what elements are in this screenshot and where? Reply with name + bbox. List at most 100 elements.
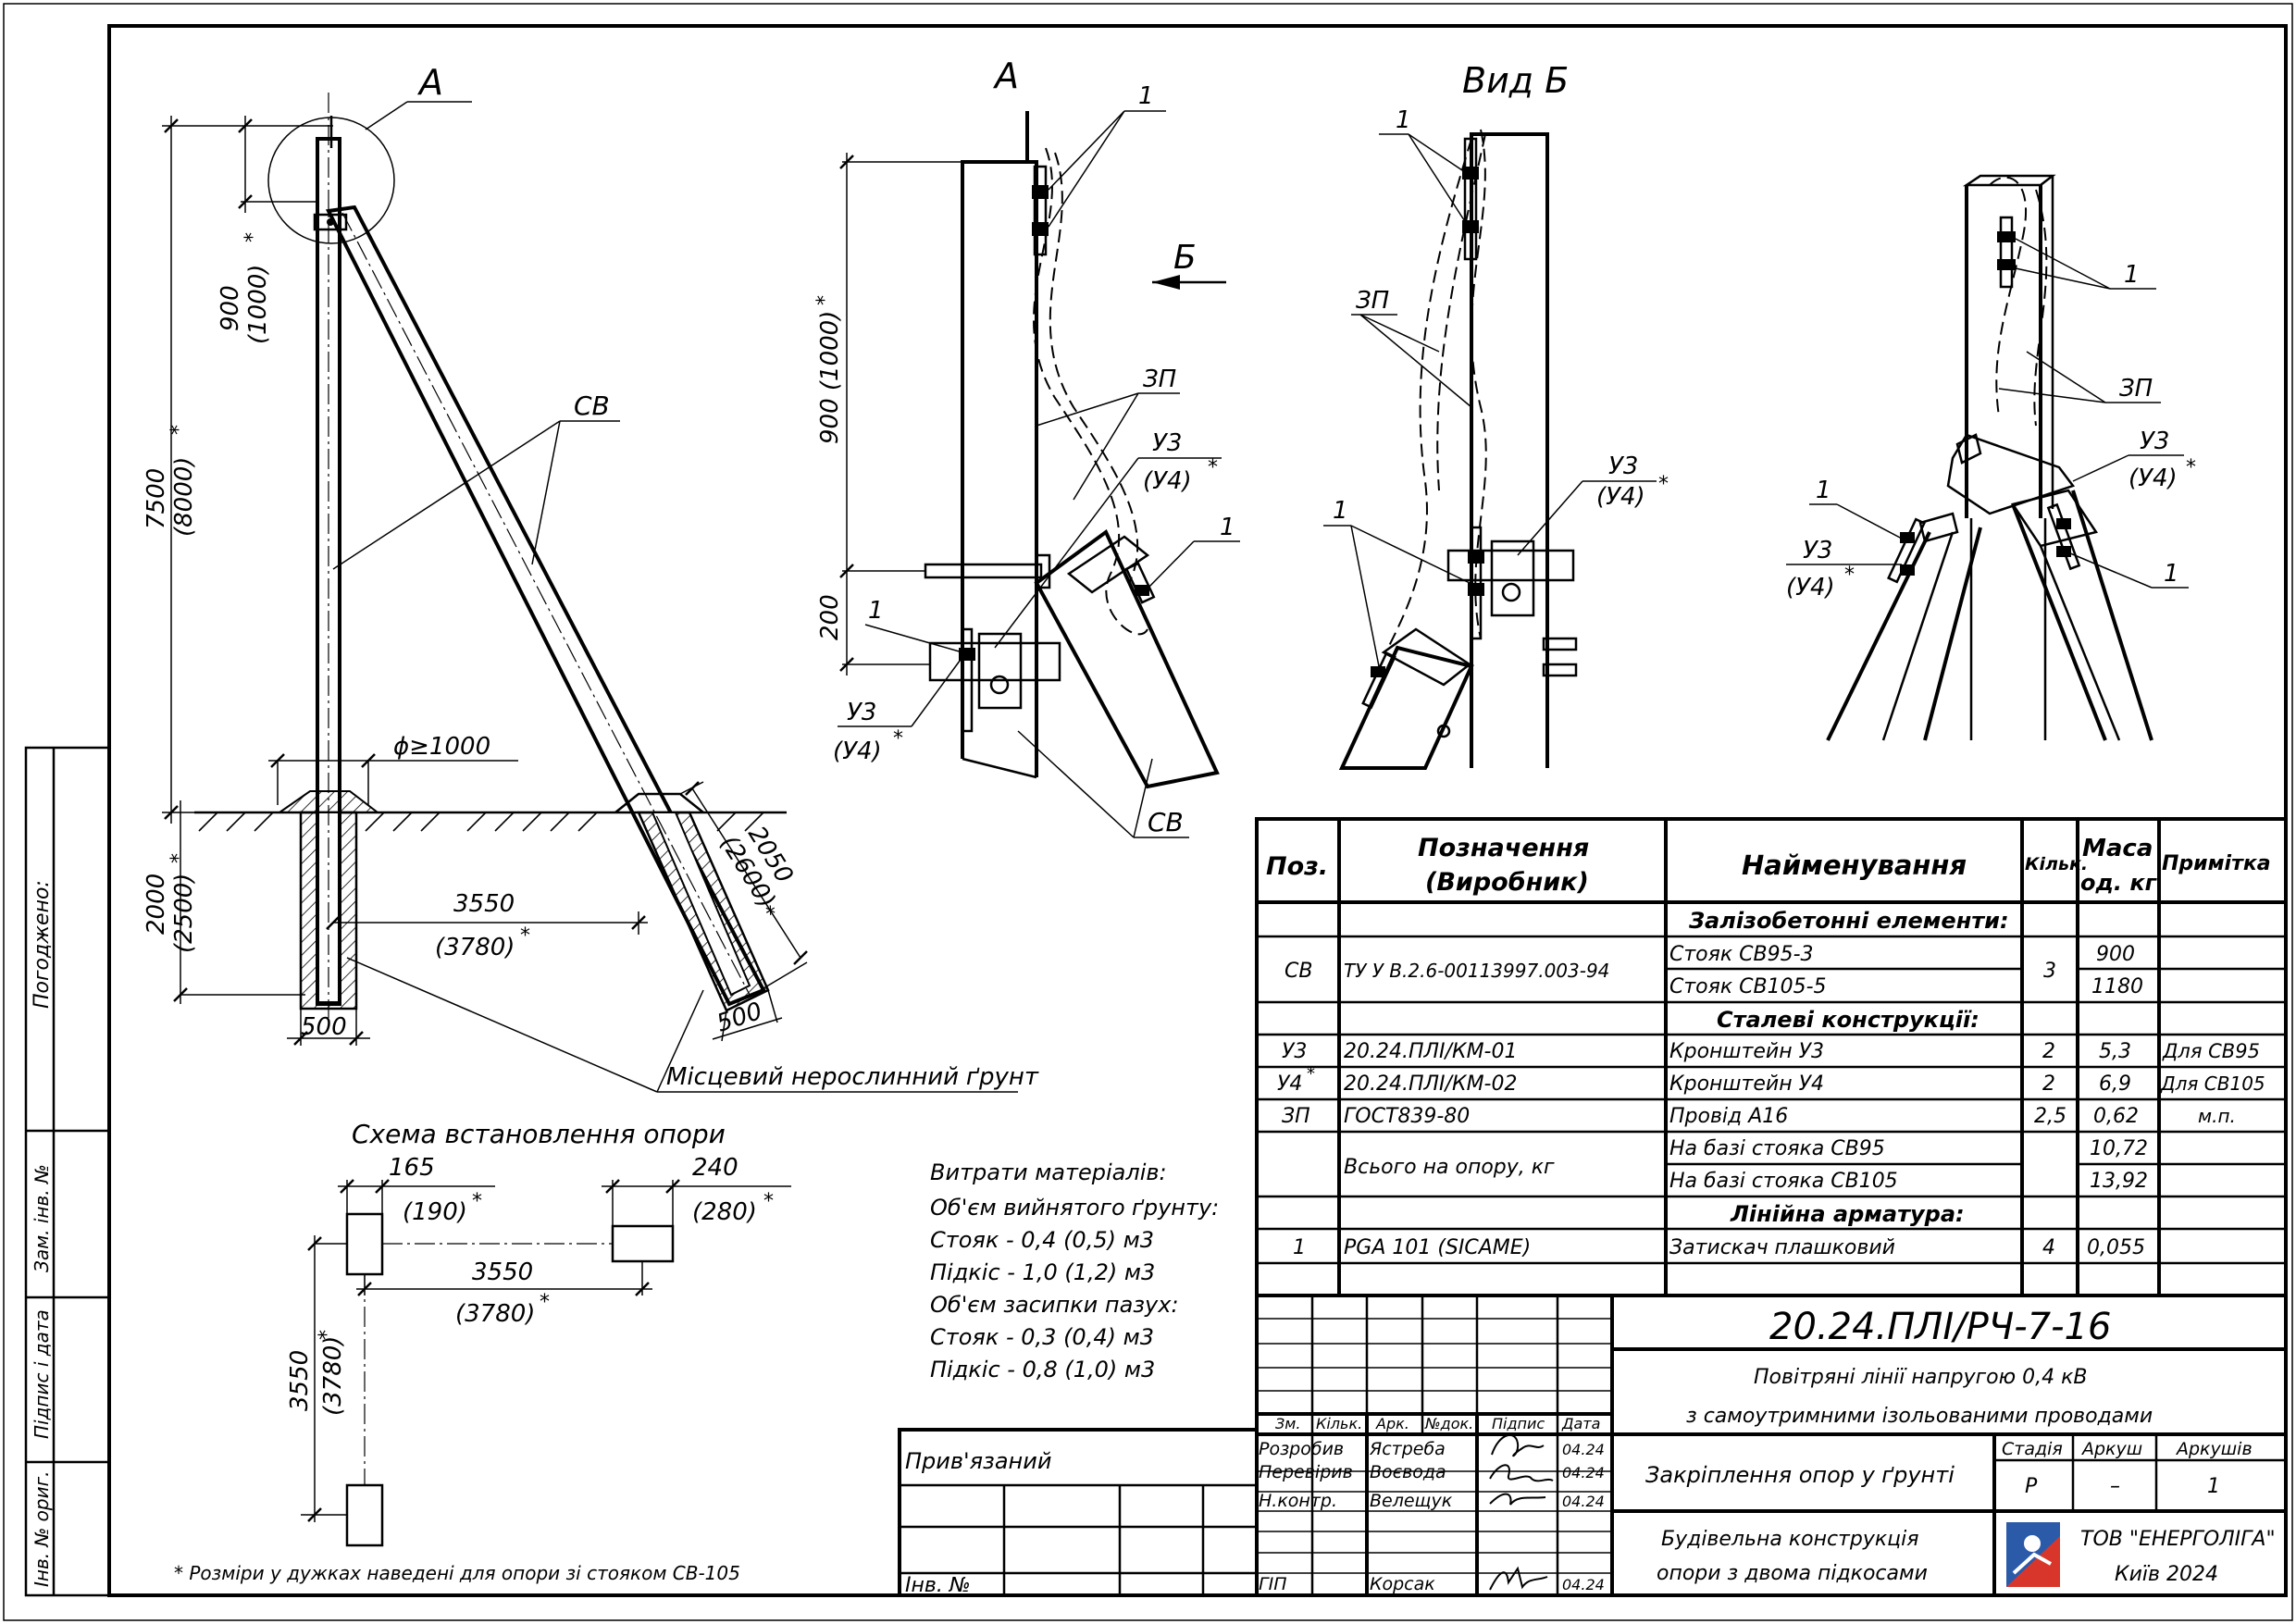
tb-col-pidpys: Підпис <box>1492 1415 1545 1432</box>
spec-u3-note: Для СВ95 <box>2162 1040 2260 1062</box>
tb-sheet: – <box>2110 1475 2120 1498</box>
spec-h-des1: Позначення <box>1418 834 1589 862</box>
iso-label-1b: 1 <box>1816 477 1831 504</box>
spec-pga-name: Затискач плашковий <box>1669 1236 1895 1259</box>
main-soil-label: Місцевий нерослинний ґрунт <box>666 1063 1039 1091</box>
view-b-label: Вид Б <box>1462 60 1569 101</box>
spec-sv-qty: 3 <box>2043 960 2056 983</box>
scheme-dim-3550-h: 3550 <box>472 1258 533 1286</box>
spec-zp-mass: 0,62 <box>2093 1105 2139 1128</box>
main-dim-3550-star: * <box>520 924 530 948</box>
main-dim-7500: 7500 <box>143 468 170 529</box>
tb-stage: Р <box>2025 1475 2038 1498</box>
view-b-label-1b: 1 <box>1333 497 1348 525</box>
main-label-a: А <box>416 62 443 103</box>
spec-sv-name1: Стояк СВ95-3 <box>1669 943 1814 966</box>
tb-role-3: ГІП <box>1259 1574 1286 1594</box>
stamp-sign: Підпис і дата <box>31 1309 53 1439</box>
detail-a-label-zp: ЗП <box>1143 366 1176 393</box>
tb-date-1: 04.24 <box>1562 1464 1605 1481</box>
iso-label-u4-star: * <box>2186 456 2196 479</box>
scheme-dim-165-alt: (190) <box>403 1198 467 1226</box>
main-dim-500-right: 500 <box>714 998 765 1038</box>
materials-line-2: Стояк - 0,4 (0,5) м3 <box>930 1227 1154 1253</box>
tb-date-0: 04.24 <box>1562 1441 1605 1458</box>
stamp-zam: Зам. інв. № <box>31 1164 53 1272</box>
install-scheme: Схема встановлення опори 165 (190) * 240… <box>174 1119 791 1584</box>
spec-u3-qty: 2 <box>2042 1040 2055 1063</box>
view-b: Вид Б 1 ЗП У3 (У4) * <box>1323 60 1669 770</box>
spec-sv-des: ТУ У В.2.6-00113997.003-94 <box>1344 960 1609 982</box>
iso-view: 1 ЗП У3 (У4) * 1 1 У3 (У4) * <box>1786 174 2196 741</box>
materials-line-1: Об'єм вийнятого ґрунту: <box>930 1195 1219 1221</box>
spec-total-des: Всього на опору, кг <box>1344 1156 1555 1179</box>
main-dim-2000-star: * <box>168 853 191 863</box>
spec-u4-name: Кронштейн У4 <box>1669 1072 1824 1096</box>
spec-total-mass2: 13,92 <box>2090 1170 2148 1193</box>
tb-sheets-h: Аркушів <box>2175 1439 2253 1459</box>
materials-line-4: Об'єм засипки пазух: <box>930 1292 1179 1318</box>
spec-h-mass2: од. кг <box>2080 870 2158 896</box>
main-dim-900-alt: (1000) <box>244 265 272 344</box>
tb-title2: з самоутримними ізольованими проводами <box>1686 1405 2153 1428</box>
scheme-brace-right <box>611 1224 675 1263</box>
scheme-footnote: * Розміри у дужках наведені для опори зі… <box>174 1562 740 1584</box>
spec-table: Поз. Позначення (Виробник) Найменування … <box>1255 817 2288 1297</box>
side-stamp: Погоджено: Зам. інв. № Підпис і дата Інв… <box>24 746 111 1597</box>
scheme-dim-240-star: * <box>763 1190 774 1213</box>
iso-label-u4b: (У4) <box>1786 574 1835 601</box>
materials-line-5: Стояк - 0,3 (0,4) м3 <box>930 1324 1154 1350</box>
spec-h-pos: Поз. <box>1266 852 1328 881</box>
spec-u4-note: Для СВ105 <box>2160 1072 2265 1095</box>
tb-name-1: Воєвода <box>1370 1462 1446 1482</box>
spec-h-mass1: Маса <box>2082 835 2153 862</box>
spec-u3-des: 20.24.ПЛІ/КМ-01 <box>1344 1040 1518 1063</box>
iso-label-zp: ЗП <box>2119 375 2153 403</box>
tb-doc-title2: опори з двома підкосами <box>1657 1562 1928 1585</box>
detail-a-label-u4: (У4) <box>1143 467 1192 495</box>
spec-pga-qty: 4 <box>2042 1236 2055 1259</box>
materials-line-3: Підкіс - 1,0 (1,2) м3 <box>930 1259 1155 1285</box>
detail-a-label-1a: 1 <box>1138 82 1154 110</box>
tb-col-zm: Зм. <box>1275 1415 1300 1432</box>
iso-label-u4b-star: * <box>1844 564 1855 587</box>
spec-sv-name2: Стояк СВ105-5 <box>1669 975 1827 998</box>
tb-col-data: Дата <box>1561 1415 1600 1432</box>
detail-a-label-sv: СВ <box>1148 807 1184 837</box>
main-dim-diameter: ϕ≥1000 <box>393 733 490 761</box>
spec-zp-name: Провід А16 <box>1669 1105 1788 1128</box>
tb-company2: Київ 2024 <box>2115 1563 2218 1586</box>
spec-zp-des: ГОСТ839-80 <box>1344 1105 1470 1128</box>
scheme-dim-3550-v-star: * <box>316 1330 339 1340</box>
detail-a-view: А 900 (1000) * 200 <box>813 56 1240 838</box>
tb-bound: Прив'язаний <box>905 1448 1051 1474</box>
view-b-label-u4-star: * <box>1658 473 1669 496</box>
title-block: Прив'язаний Інв. № Зм. Кільк. Арк. №док.… <box>898 1294 2288 1597</box>
iso-label-1a: 1 <box>2124 261 2140 289</box>
spec-sv-mass2: 1180 <box>2091 975 2143 998</box>
tb-inv: Інв. № <box>905 1574 971 1597</box>
spec-h-qty: Кільк. <box>2025 854 2088 874</box>
scheme-dim-165: 165 <box>389 1154 435 1182</box>
tb-date-3: 04.24 <box>1562 1576 1605 1593</box>
spec-u4-pos: У4 <box>1277 1072 1302 1096</box>
tb-col-ark: Арк. <box>1375 1415 1409 1432</box>
iso-label-u3b: У3 <box>1803 537 1832 564</box>
view-b-label-1a: 1 <box>1396 106 1411 134</box>
signature-marks <box>1489 1433 1554 1591</box>
spec-h-name: Найменування <box>1742 849 1967 881</box>
tb-name-2: Велещук <box>1370 1491 1453 1511</box>
detail-a-dim-900: 900 (1000) <box>816 311 844 444</box>
main-dim-2000: 2000 <box>143 874 170 935</box>
tb-sheet-h: Аркуш <box>2080 1439 2142 1459</box>
scheme-dim-3550-v: 3550 <box>286 1350 314 1411</box>
spec-u4-qty: 2 <box>2042 1072 2055 1096</box>
view-b-label-u3: У3 <box>1608 452 1638 480</box>
spec-u3-pos: У3 <box>1282 1040 1307 1063</box>
detail-a-label-u3b: У3 <box>847 699 876 726</box>
scheme-dim-3550-h-alt: (3780) <box>455 1300 535 1328</box>
spec-section-concrete: Залізобетонні елементи: <box>1688 908 2009 934</box>
detail-a-label-u4b-star: * <box>893 727 903 750</box>
detail-a-label-1b: 1 <box>868 597 884 625</box>
